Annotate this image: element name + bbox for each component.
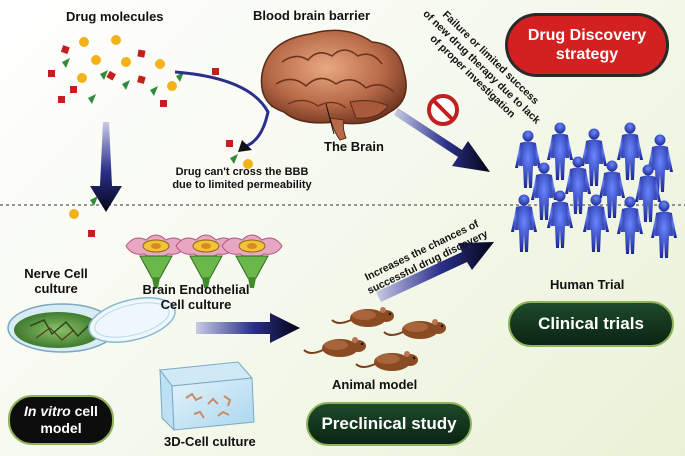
badge-clinical-trials: Clinical trials xyxy=(508,301,674,347)
brain-illustration xyxy=(260,29,407,141)
human-trial-crowd xyxy=(511,122,677,258)
label-the-brain: The Brain xyxy=(324,139,384,154)
label-animal-model: Animal model xyxy=(332,377,418,392)
label-human-trial: Human Trial xyxy=(550,277,625,292)
brain-pointer xyxy=(325,103,335,135)
badge-invitro-line2: model xyxy=(40,420,82,436)
petri-dish xyxy=(7,297,176,353)
badge-invitro-line1: In vitro cell xyxy=(24,403,98,421)
label-3d-cell-culture: 3D-Cell culture xyxy=(164,434,256,449)
drug-molecules-cluster xyxy=(48,35,276,237)
down-arrow xyxy=(90,122,122,212)
culture-to-animal-arrow xyxy=(196,313,300,343)
brain-to-trial-arrow xyxy=(394,108,490,172)
label-drug-molecules: Drug molecules xyxy=(66,9,164,24)
label-nerve-line1: Nerve Cell xyxy=(24,266,88,281)
badge-in-vitro-model: In vitro cell model xyxy=(8,395,114,445)
label-endo-line2: Cell culture xyxy=(160,296,232,312)
badge-strategy-line2: strategy xyxy=(555,46,619,63)
label-cant-cross-line1: Drug can't cross the BBB xyxy=(175,166,309,178)
label-cant-cross-line2: due to limited permeability xyxy=(172,178,312,191)
label-blood-brain-barrier: Blood brain barrier xyxy=(253,8,371,23)
animal-models xyxy=(303,306,447,372)
curved-arrow xyxy=(174,70,270,148)
prohibited-icon xyxy=(427,94,459,126)
cube-3d-culture xyxy=(159,361,255,432)
animal-to-trial-arrow xyxy=(376,242,494,302)
badge-invitro-rest: cell xyxy=(70,402,98,419)
label-nerve-line2: culture xyxy=(34,280,78,296)
badge-preclinical-study: Preclinical study xyxy=(306,402,472,446)
endothelial-cells xyxy=(125,234,283,289)
badge-strategy-line1: Drug Discovery xyxy=(527,26,647,44)
label-nerve-cell-culture: Nerve Cell culture xyxy=(8,266,104,297)
label-endo-line1: Brain Endothelial xyxy=(142,282,250,297)
label-cant-cross: Drug can't cross the BBB due to limited … xyxy=(168,166,316,191)
label-brain-endothelial: Brain Endothelial Cell culture xyxy=(128,282,264,313)
badge-drug-discovery-strategy: Drug Discovery strategy xyxy=(505,13,669,77)
badge-invitro-italic: In vitro xyxy=(24,402,71,419)
